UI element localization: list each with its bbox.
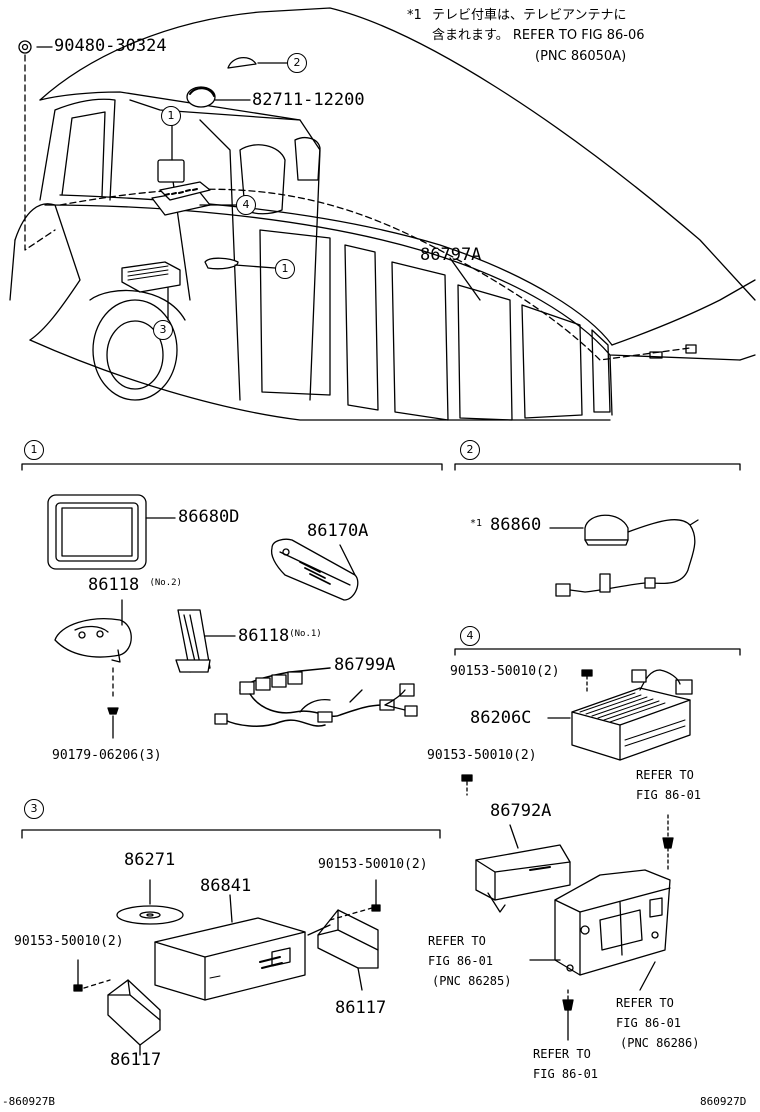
section-brackets <box>21 463 741 839</box>
ref-c-line2[interactable]: FIG 86-01 <box>616 1016 682 1030</box>
note-line-3: (PNC 86050A) <box>535 49 627 64</box>
part-86118-no1[interactable]: 86118(No.1) <box>238 628 322 645</box>
callout-3-top: 3 <box>153 320 173 340</box>
group2-artwork <box>549 514 699 597</box>
part-86841[interactable]: 86841 <box>200 876 252 896</box>
van-illustration <box>9 7 756 421</box>
part-86860[interactable]: 86860 <box>490 515 542 535</box>
section-1-marker: 1 <box>24 440 44 460</box>
part-86118-no1-number: 86118 <box>238 626 290 646</box>
part-86271[interactable]: 86271 <box>124 850 176 870</box>
note-line-1: テレビ付車は、テレビアンテナに <box>432 8 627 23</box>
part-86792A[interactable]: 86792A <box>490 801 552 821</box>
part-86117-left[interactable]: 86117 <box>110 1050 162 1070</box>
ref-b-line1: REFER TO <box>428 934 486 948</box>
ref-d-line1: REFER TO <box>533 1047 591 1061</box>
part-82711-12200[interactable]: 82711-12200 <box>252 90 365 110</box>
part-86118-no2-number: 86118 <box>88 575 140 595</box>
ref-a-line1: REFER TO <box>636 768 694 782</box>
ref-c-line1: REFER TO <box>616 996 674 1010</box>
section-4-marker: 4 <box>460 626 480 646</box>
part-90153-50010-r[interactable]: 90153-50010(2) <box>318 857 428 872</box>
ref-b-line2[interactable]: FIG 86-01 <box>428 954 494 968</box>
section-3-marker: 3 <box>24 799 44 819</box>
group4-artwork <box>461 669 693 1041</box>
part-86799A[interactable]: 86799A <box>334 655 396 675</box>
part-86797A[interactable]: 86797A <box>420 245 482 265</box>
part-90480-30324[interactable]: 90480-30324 <box>54 36 167 56</box>
callout-4-top: 4 <box>236 195 256 215</box>
callout-2-top: 2 <box>287 53 307 73</box>
part-86117-right[interactable]: 86117 <box>335 998 387 1018</box>
ref-d-line2[interactable]: FIG 86-01 <box>533 1067 599 1081</box>
part-86118-no1-note: (No.1) <box>289 629 322 639</box>
part-86118-no2[interactable]: 86118 (No.2) <box>88 577 182 594</box>
callout-1-side: 1 <box>275 259 295 279</box>
group1-artwork <box>47 494 418 739</box>
part-86118-no2-note: (No.2) <box>149 578 182 588</box>
part-86206C[interactable]: 86206C <box>470 708 532 728</box>
ref-b-line3: (PNC 86285) <box>432 974 512 988</box>
part-90153-50010-a[interactable]: 90153-50010(2) <box>450 664 560 679</box>
group2-marker: *1 <box>470 518 483 529</box>
part-86680D[interactable]: 86680D <box>178 507 240 527</box>
ref-a-line2[interactable]: FIG 86-01 <box>636 788 702 802</box>
part-90153-50010-l[interactable]: 90153-50010(2) <box>14 934 124 949</box>
section-2-marker: 2 <box>460 440 480 460</box>
footer-left-code: -860927B <box>2 1095 55 1108</box>
footer-right-code: 860927D <box>700 1095 747 1108</box>
note-marker: *1 <box>407 8 422 23</box>
part-86170A[interactable]: 86170A <box>307 521 369 541</box>
part-90153-50010-b[interactable]: 90153-50010(2) <box>427 748 537 763</box>
ref-c-line3: (PNC 86286) <box>620 1036 700 1050</box>
group3-artwork <box>73 879 381 1056</box>
part-90179-06206[interactable]: 90179-06206(3) <box>52 748 162 763</box>
note-line-2: 含まれます。 REFER TO FIG 86-06 <box>432 28 645 43</box>
callout-1-top: 1 <box>161 106 181 126</box>
